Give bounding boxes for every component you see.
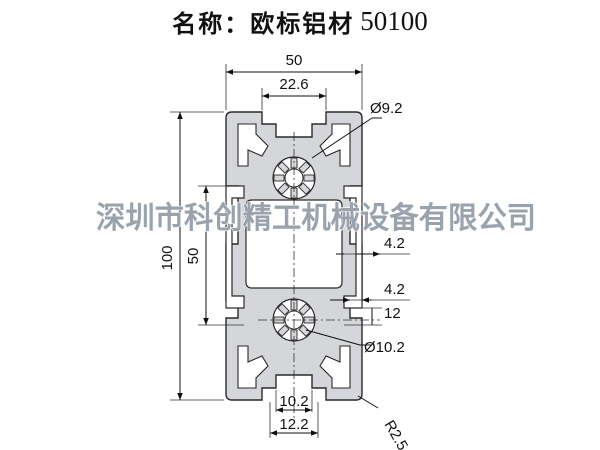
spline-tooth (277, 182, 290, 195)
dim-corner-radius: R2.5 (381, 418, 412, 450)
spline-tooth (277, 303, 290, 316)
spline-tooth (303, 174, 315, 182)
dimension-lines (170, 64, 410, 438)
product-name-label: 名称：欧标铝材 (172, 10, 355, 38)
spline-tooth (277, 161, 290, 174)
dim-total-height: 100 (159, 245, 176, 270)
dim-hole-top: Ø9.2 (370, 100, 403, 117)
spline-tooth (298, 324, 311, 337)
dim-wall: 4.2 (384, 281, 405, 298)
dim-bottom-inner: 10.2 (279, 393, 308, 410)
spline-tooth (277, 324, 290, 337)
side-slot-left (225, 185, 245, 309)
spline-tooth (273, 174, 285, 182)
watermark-company: 深圳市科创精工机械设备有限公司 (96, 201, 536, 236)
central-cavity (245, 199, 343, 289)
dim-outer-width: 50 (286, 52, 303, 69)
corner-cavity-top-left (237, 123, 269, 167)
dim-slot-depth: 4.2 (384, 235, 405, 252)
dim-slot-width: 12 (384, 305, 401, 322)
spline-tooth (298, 303, 311, 316)
spline-tooth (298, 161, 311, 174)
corner-cavity-top-right (319, 123, 351, 167)
corner-cavity-bottom-left (237, 345, 269, 389)
dim-bottom-outer: 12.2 (279, 416, 308, 433)
dim-half-height: 50 (185, 248, 202, 265)
dim-slot-opening: 22.6 (279, 76, 308, 93)
model-number: 50100 (360, 6, 428, 36)
corner-cavity-bottom-right (319, 345, 351, 389)
spline-tooth (298, 182, 311, 195)
profile-section (225, 111, 380, 418)
dim-hole-center: Ø10.2 (364, 339, 405, 356)
